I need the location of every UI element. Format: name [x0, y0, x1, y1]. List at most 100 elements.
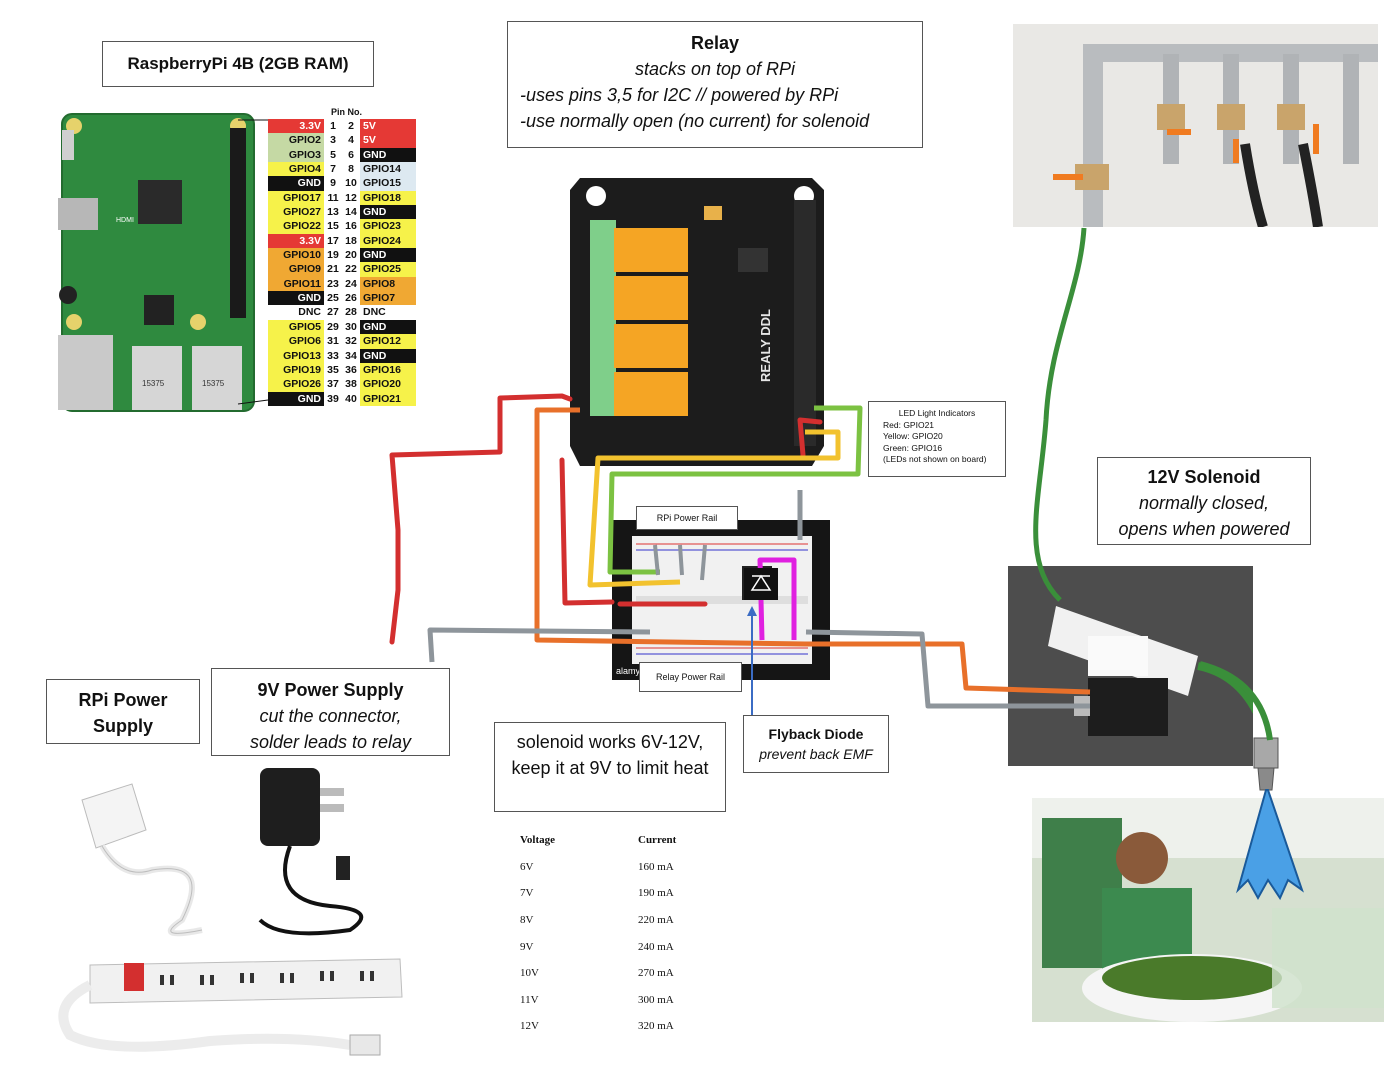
- pin-label-right: GPIO21: [360, 391, 416, 406]
- relay-line-3: -use normally open (no current) for sole…: [520, 111, 870, 131]
- psu-9v-box: 9V Power Supply cut the connector, solde…: [211, 668, 450, 756]
- pin-number: 39: [327, 392, 339, 405]
- rpi-title-box: RaspberryPi 4B (2GB RAM): [102, 41, 374, 87]
- pin-label-left: GPIO9: [268, 262, 324, 277]
- pin-label-right: GND: [360, 147, 416, 163]
- power-adapter-9v: [258, 768, 364, 936]
- svg-text:15375: 15375: [202, 379, 225, 388]
- pin-number: 40: [345, 392, 357, 405]
- current-cell: 190 mA: [638, 887, 674, 900]
- wire-red: [389, 393, 823, 645]
- pin-label-right: GND: [360, 248, 416, 263]
- pin-number: 27: [327, 306, 339, 319]
- current-cell: 270 mA: [638, 967, 674, 980]
- pin-number: 15: [327, 220, 339, 233]
- pin-label-left: GPIO13: [268, 348, 324, 363]
- pipes-photo: [1013, 24, 1378, 227]
- hose-inlet: [1033, 227, 1087, 602]
- pin-number: 26: [345, 292, 357, 305]
- pin-label-right: GPIO20: [360, 377, 416, 392]
- pin-number: 32: [345, 335, 357, 348]
- power-strip: [58, 958, 403, 1056]
- relay-board: REALY DDL: [566, 176, 828, 468]
- psu-9v-line-2: solder leads to relay: [249, 732, 412, 752]
- pin-label-left: 3.3V: [268, 233, 324, 249]
- pin-number-header: Pin No.: [331, 107, 362, 117]
- led-title: LED Light Indicators: [898, 408, 976, 418]
- table-row: 10V 270 mA: [520, 960, 698, 987]
- diode-title: Flyback Diode: [768, 726, 864, 742]
- solenoid-valve-photo: [1008, 566, 1253, 766]
- pin-label-right: GPIO7: [360, 291, 416, 306]
- pin-label-right: GPIO15: [360, 176, 416, 191]
- pin-number: 33: [327, 349, 339, 362]
- pin-label-left: GPIO27: [268, 205, 324, 220]
- current-header: Current: [638, 834, 677, 847]
- solenoid-title: 12V Solenoid: [1147, 467, 1261, 487]
- greenhouse-photo: [1032, 798, 1384, 1022]
- pin-label-right: DNC: [360, 305, 416, 320]
- pin-number: 20: [345, 249, 357, 262]
- pin-label-left: GND: [268, 291, 324, 306]
- wire-green: [607, 405, 863, 575]
- voltage-cell: 10V: [520, 967, 539, 980]
- pin-label-left: GPIO26: [268, 377, 324, 392]
- pin-label-right: GND: [360, 319, 416, 335]
- pin-label-right: GPIO25: [360, 262, 416, 277]
- pin-number: 11: [327, 191, 339, 204]
- table-row: 11V 300 mA: [520, 987, 698, 1014]
- pin-label-left: GPIO17: [268, 190, 324, 206]
- pin-callout-lines: [237, 119, 269, 405]
- pin-number: 25: [327, 292, 339, 305]
- pin-number: 30: [345, 320, 357, 333]
- raspberry-pi-board: HDMI 15375 15375: [58, 110, 258, 415]
- pin-number: 12: [345, 191, 357, 204]
- pin-number: 38: [345, 378, 357, 391]
- voltage-cell: 11V: [520, 993, 539, 1006]
- pin-label-right: GPIO16: [360, 362, 416, 378]
- pin-label-left: GPIO22: [268, 219, 324, 234]
- relay-title: Relay: [690, 33, 740, 53]
- pin-label-left: DNC: [268, 305, 324, 320]
- pin-number: 6: [348, 148, 354, 161]
- pin-number: 31: [327, 335, 339, 348]
- pin-number: 13: [327, 206, 339, 219]
- svg-text:REALY DDL: REALY DDL: [758, 309, 773, 382]
- pin-label-left: GPIO10: [268, 248, 324, 263]
- pin-number: 29: [327, 320, 339, 333]
- voltage-cell: 9V: [520, 940, 534, 953]
- pin-label-left: 3.3V: [268, 119, 324, 134]
- wire-gray-solenoid: [805, 629, 1090, 709]
- rpi-power-title: RPi Power Supply: [78, 690, 168, 736]
- pin-label-left: GPIO11: [268, 276, 324, 292]
- pin-label-left: GPIO19: [268, 362, 324, 378]
- pin-label-right: GPIO24: [360, 233, 416, 249]
- pin-label-left: GND: [268, 391, 324, 406]
- solenoid-line-1: normally closed,: [1138, 493, 1270, 513]
- pin-number: 17: [327, 234, 339, 247]
- wire-yellow: [587, 429, 841, 588]
- pin-number: 5: [330, 148, 336, 161]
- voltage-cell: 7V: [520, 887, 534, 900]
- svg-text:HDMI: HDMI: [116, 217, 134, 224]
- pin-number: 24: [345, 277, 357, 290]
- pin-number: 35: [327, 363, 339, 376]
- pin-number: 22: [345, 263, 357, 276]
- psu-9v-line-1: cut the connector,: [259, 706, 402, 726]
- current-cell: 300 mA: [638, 993, 674, 1006]
- pin-number: 8: [348, 163, 354, 176]
- rpi-power-rail-label: RPi Power Rail: [636, 506, 738, 530]
- led-note: (LEDs not shown on board): [883, 454, 987, 464]
- current-cell: 320 mA: [638, 1020, 674, 1033]
- pin-label-left: GPIO3: [268, 147, 324, 163]
